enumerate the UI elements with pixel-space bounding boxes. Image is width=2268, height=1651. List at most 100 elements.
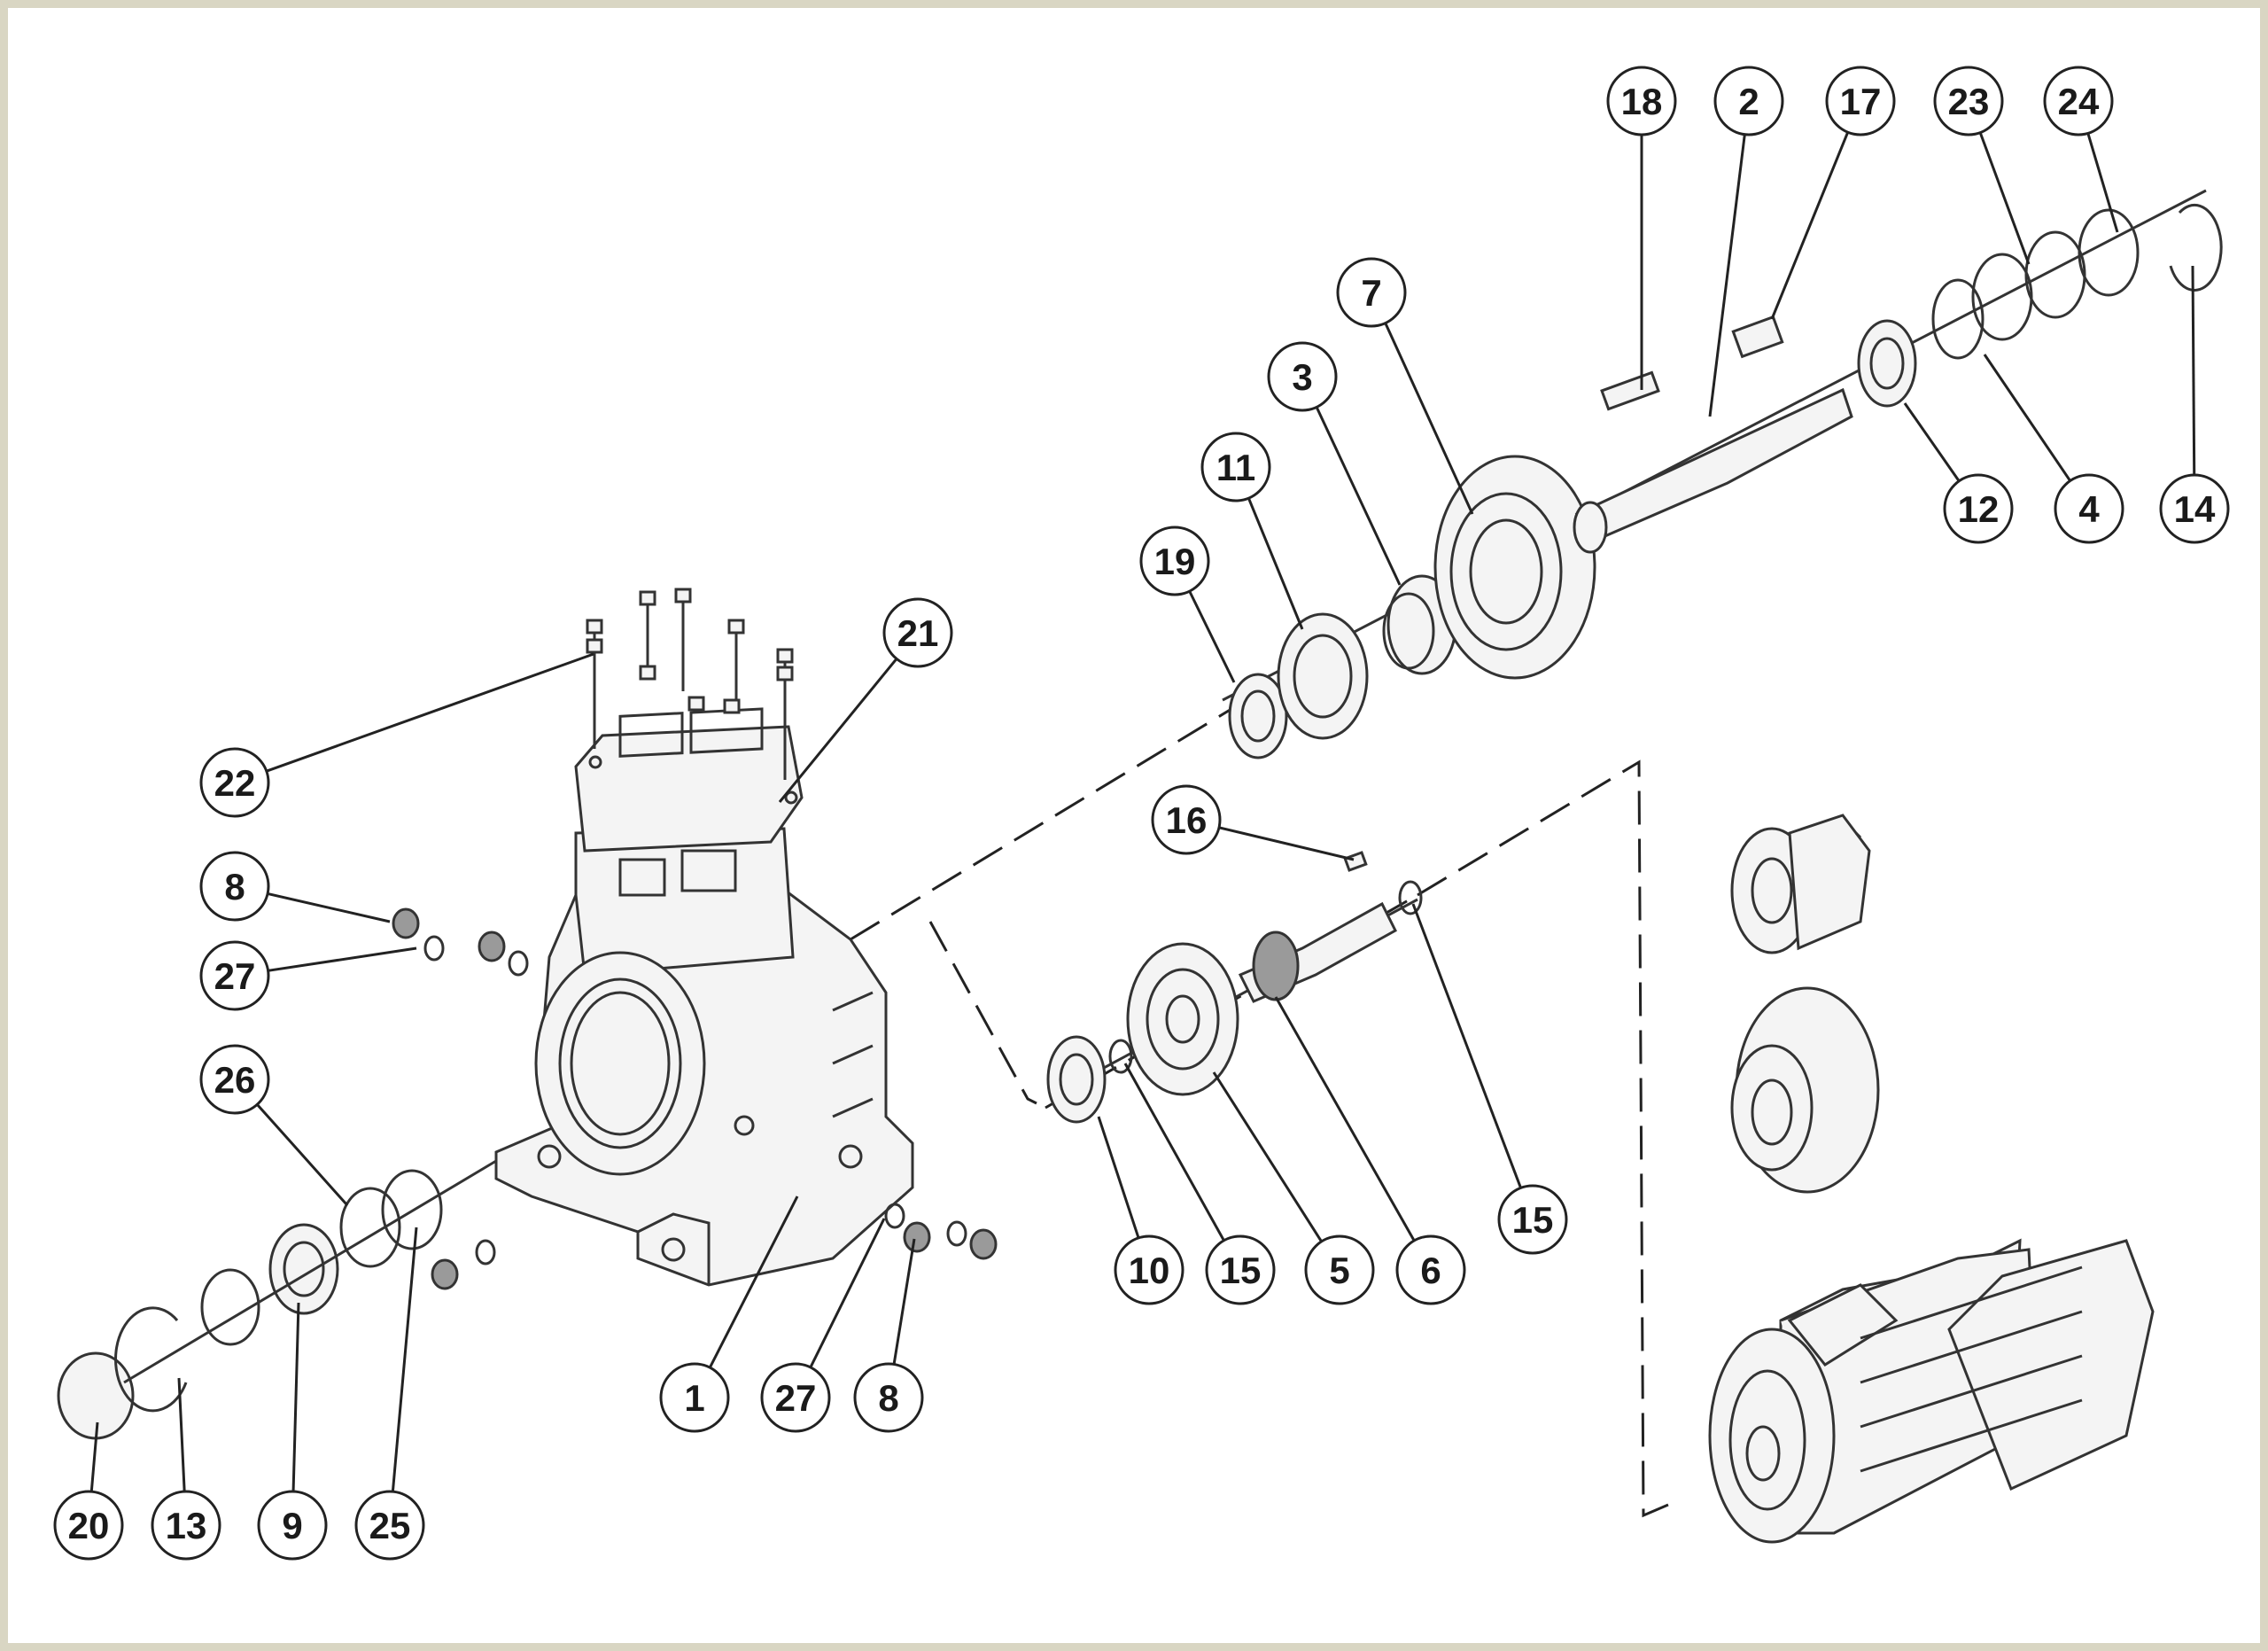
callout-leader-line <box>256 1103 349 1206</box>
callout-number: 9 <box>282 1505 302 1546</box>
callout-circle <box>354 1490 425 1561</box>
callout-number: 21 <box>897 612 939 654</box>
callout-c3: 3 <box>1267 341 1402 586</box>
callout-c15a: 15 <box>1123 1063 1276 1305</box>
bolt <box>776 666 794 681</box>
callout-circle <box>1606 66 1677 136</box>
callout-c19: 19 <box>1139 526 1236 683</box>
callout-leader-line <box>2086 132 2119 233</box>
cover-plate <box>574 707 804 853</box>
callout-circle <box>53 1490 124 1561</box>
callout-leader-line <box>1983 354 2071 482</box>
callout-number: 1 <box>684 1377 704 1419</box>
callout-number: 14 <box>2174 488 2216 530</box>
assembly-line-output <box>850 707 1232 941</box>
callout-number: 27 <box>775 1377 817 1419</box>
callout-number: 7 <box>1361 272 1381 314</box>
bolt <box>586 638 603 654</box>
callout-leader-line <box>1770 131 1850 320</box>
callout-leader-line <box>1903 402 1961 482</box>
callout-c10: 10 <box>1097 1116 1184 1305</box>
bolt <box>639 590 656 674</box>
callout-leader-line <box>2191 265 2196 476</box>
callout-c8a: 8 <box>199 851 391 923</box>
callout-number: 8 <box>878 1377 898 1419</box>
callout-c20: 20 <box>53 1421 124 1561</box>
callout-circle <box>151 1490 221 1561</box>
callout-circle <box>199 1044 270 1115</box>
callout-circle <box>1497 1184 1568 1255</box>
input-gear-assembly <box>1046 851 1423 1124</box>
callout-circle <box>2043 66 2114 136</box>
callout-number: 11 <box>1216 447 1255 488</box>
callout-circle <box>199 851 270 922</box>
callout-leader-line <box>708 1195 799 1368</box>
callout-c14: 14 <box>2159 265 2230 544</box>
callout-circle <box>257 1490 328 1561</box>
callout-number: 15 <box>1220 1250 1262 1291</box>
callout-circle <box>882 597 953 668</box>
callout-number: 2 <box>1738 81 1759 122</box>
bolt <box>674 588 692 691</box>
callout-number: 4 <box>2078 488 2100 530</box>
callout-number: 16 <box>1166 799 1208 841</box>
callout-circle <box>760 1362 831 1433</box>
callout-c4: 4 <box>1983 354 2124 544</box>
callout-c7: 7 <box>1336 257 1474 515</box>
input-side-parts <box>57 1159 497 1440</box>
output-shaft-assembly <box>1222 189 2223 759</box>
callout-number: 17 <box>1840 81 1882 122</box>
callout-leader-line <box>391 1227 418 1492</box>
bolt <box>727 619 745 709</box>
callout-number: 5 <box>1329 1250 1349 1291</box>
callout-c9: 9 <box>257 1302 328 1561</box>
callout-leader-line <box>1274 996 1416 1242</box>
callout-c26: 26 <box>199 1044 349 1206</box>
callout-circle <box>199 747 270 818</box>
callout-circle <box>1139 526 1210 596</box>
callout-number: 18 <box>1621 81 1663 122</box>
callout-number: 6 <box>1420 1250 1441 1291</box>
callout-number: 23 <box>1948 81 1990 122</box>
callout-circle <box>1114 1234 1184 1305</box>
callout-number: 24 <box>2058 81 2100 122</box>
callout-leader-line <box>1384 322 1474 515</box>
callout-c16: 16 <box>1151 784 1355 861</box>
bolt <box>639 665 656 681</box>
callout-number: 10 <box>1129 1250 1170 1291</box>
callout-c23: 23 <box>1933 66 2031 265</box>
callout-c13: 13 <box>151 1377 221 1561</box>
callout-c27a: 27 <box>199 940 417 1011</box>
callout-c8b: 8 <box>853 1238 924 1433</box>
callout-circle <box>853 1362 924 1433</box>
callout-circle <box>1200 432 1271 502</box>
callout-c17: 17 <box>1770 66 1896 320</box>
plugs-and-washers <box>392 907 998 1290</box>
callout-c22: 22 <box>199 652 594 818</box>
callout-leader-line <box>1978 132 2031 265</box>
callout-c2: 2 <box>1708 66 1784 417</box>
callout-c6: 6 <box>1274 996 1466 1305</box>
callout-c11: 11 <box>1200 432 1304 630</box>
cover-bolts <box>586 588 794 780</box>
callout-circle <box>2054 473 2124 544</box>
callout-circle <box>1825 66 1896 136</box>
motor-flange-large <box>1730 986 1880 1194</box>
callout-leader-line <box>892 1238 916 1365</box>
callout-leader-line <box>268 946 417 972</box>
callout-circle <box>1395 1234 1466 1305</box>
bolt <box>723 698 741 714</box>
callout-number: 3 <box>1292 356 1312 398</box>
callout-number: 20 <box>68 1505 110 1546</box>
callout-number: 27 <box>214 955 256 997</box>
parts-artwork <box>57 189 2223 1544</box>
assembly-line-motor <box>1417 759 1675 1518</box>
callout-c5: 5 <box>1212 1071 1375 1305</box>
callout-leader-line <box>1188 590 1236 683</box>
callout-leader-line <box>1315 406 1402 586</box>
callout-leader-line <box>266 652 594 773</box>
callout-c21: 21 <box>778 597 953 803</box>
callout-c15b: 15 <box>1411 903 1568 1255</box>
